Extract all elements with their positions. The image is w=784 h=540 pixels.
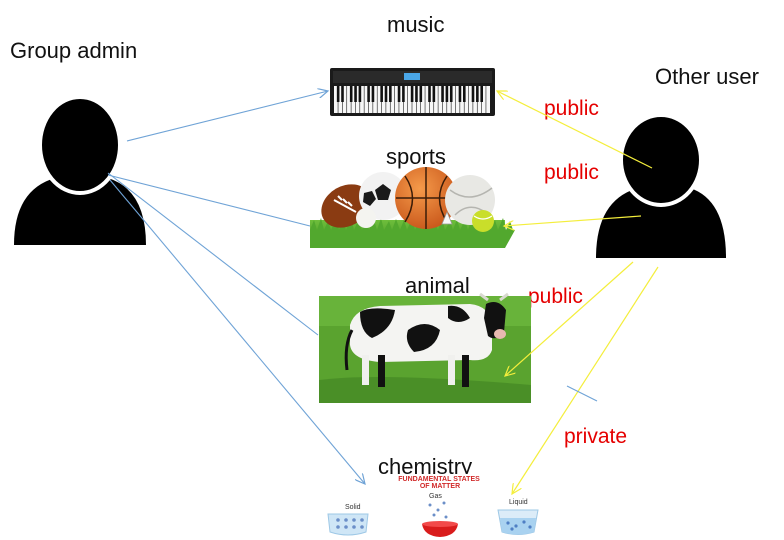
piano-black-key [336,86,340,102]
piano-white-key [421,86,425,113]
chemistry-caption: FUNDAMENTAL STATES OF MATTER [398,476,482,490]
state-label-liquid: Liquid [509,499,528,506]
edge-label-sports: public [544,161,599,184]
piano-white-key [342,86,347,113]
piano-white-key [355,86,360,113]
piano-white-key [360,86,364,113]
chemistry-label: chemistry [378,454,473,479]
piano-black-key [428,86,431,102]
piano-black-key [476,86,479,102]
piano-black-key [384,86,388,102]
edge-admin-music [126,91,328,142]
piano-white-key [368,86,373,113]
piano-white-key [477,86,482,113]
piano-white-key [429,86,434,113]
piano-black-key [449,86,453,102]
piano-white-key [377,86,382,113]
piano-white-key [416,86,421,113]
piano-white-key [425,86,430,113]
piano-white-key [394,86,399,113]
piano-white-key [442,86,447,113]
edge-admin-chemistry [109,179,365,484]
piano-black-key [441,86,444,102]
piano-white-key [407,86,412,113]
edge-admin-sports [107,174,311,227]
piano-white-key [451,86,456,113]
piano-black-key [480,86,483,102]
piano-black-key [419,86,423,102]
piano-black-key [415,86,418,102]
piano-black-key [397,86,401,102]
piano-black-key [445,86,449,102]
person-silhouette-icon [596,113,726,258]
piano-white-key [390,86,395,113]
piano-black-key [380,86,383,102]
piano-white-key [399,86,403,113]
piano-black-key [402,86,405,102]
piano-white-key [364,86,369,113]
piano-white-key [338,86,343,113]
piano-white-key [486,86,490,113]
piano-white-key [403,86,408,113]
piano-black-key [341,86,344,102]
edge-label-music: public [544,97,599,120]
music-label: music [387,12,445,37]
edge-admin-animal [107,172,319,336]
piano-white-key [473,86,477,113]
sports-label: sports [386,144,446,169]
piano-black-key [371,86,375,102]
edge-other-music [497,91,653,169]
piano-black-key [367,86,370,102]
piano-white-key [412,86,417,113]
sports-balls-icon [310,167,515,248]
piano-white-key [334,86,338,113]
piano-white-key [455,86,460,113]
animal-label: animal [405,273,470,298]
piano-white-key [460,86,464,113]
piano-white-key [481,86,486,113]
edge-other-sports [504,215,642,226]
group-admin-label: Group admin [10,38,138,63]
piano-black-key [463,86,466,102]
piano-white-key [447,86,451,113]
person-silhouette-icon [14,95,146,245]
piano-white-key [386,86,390,113]
cow-photo-icon [319,292,531,403]
piano-white-key [381,86,386,113]
piano-black-key [432,86,436,102]
state-label-gas: Gas [429,493,442,500]
edge-label-animal: public [528,285,583,308]
piano-black-key [471,86,475,102]
edge-label-chemistry: private [564,425,628,448]
piano-black-key [354,86,357,102]
piano-black-key [458,86,462,102]
piano-black-key [389,86,392,102]
state-label-solid: Solid [345,504,361,511]
piano-white-key [347,86,351,113]
states-of-matter-icon: FUNDAMENTAL STATES OF MATTER Solid Gas L… [320,474,560,538]
other-user-label: Other user [655,64,759,89]
blocked-mark [566,385,598,402]
piano-white-key [468,86,473,113]
piano-black-key [410,86,414,102]
piano-white-key [464,86,469,113]
piano-white-key [351,86,356,113]
piano-white-key [373,86,377,113]
keyboard-piano-icon [330,68,495,116]
piano-white-key [434,86,438,113]
piano-white-key [438,86,443,113]
edge-other-chemistry [512,266,659,494]
piano-black-key [349,86,353,102]
piano-black-key [358,86,362,102]
edge-other-animal [505,261,634,376]
